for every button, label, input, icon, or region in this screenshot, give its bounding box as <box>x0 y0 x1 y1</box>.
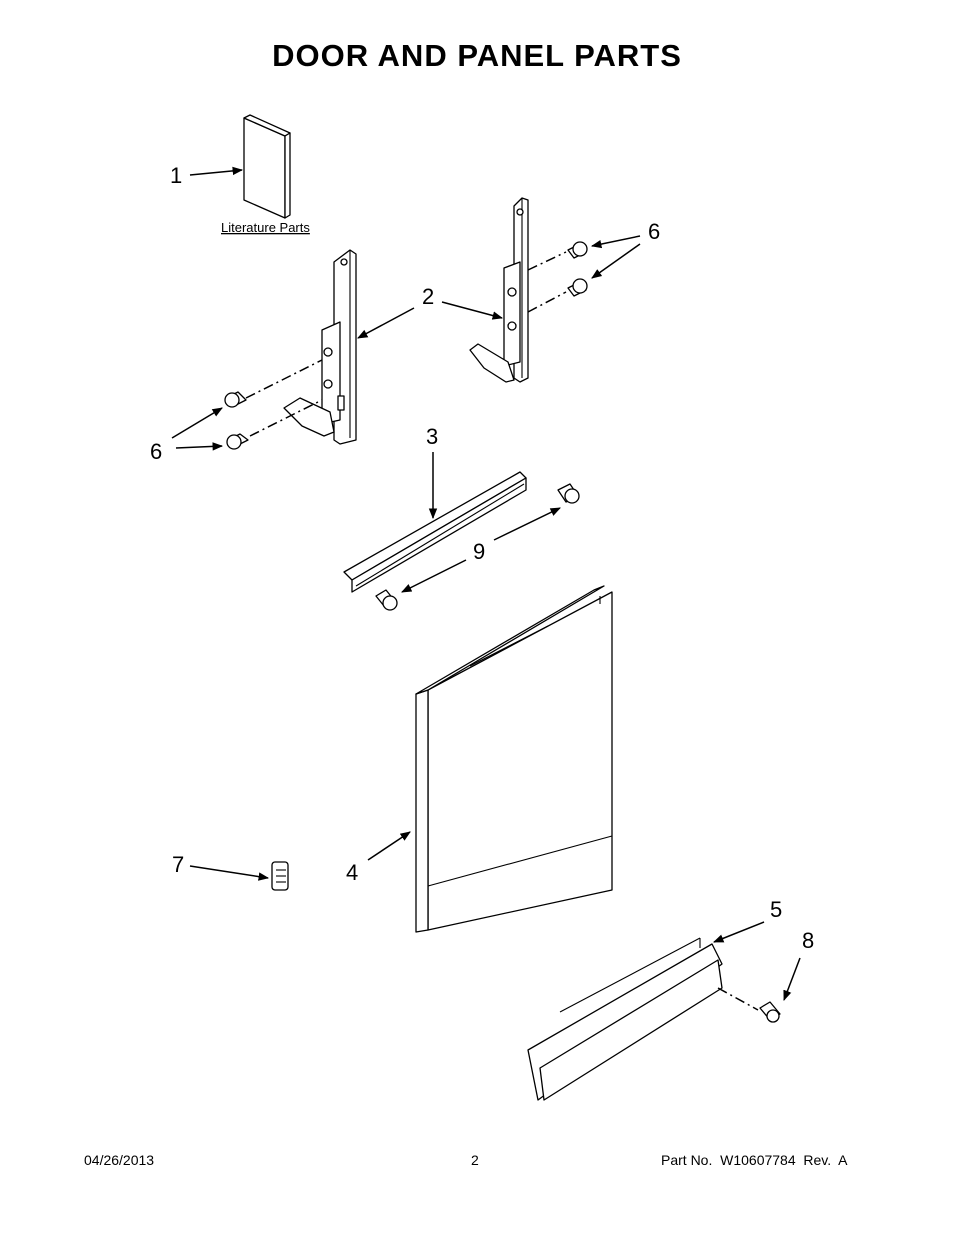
callout-7: 7 <box>172 852 184 877</box>
leader-7 <box>189 865 270 881</box>
door-rail <box>343 471 527 593</box>
leader-1 <box>189 166 244 176</box>
rail-screw-right <box>557 483 580 504</box>
leader-2-right <box>441 301 504 320</box>
door-panel <box>415 585 613 933</box>
footer-date: 04/26/2013 <box>84 1152 155 1168</box>
literature-parts-label: Literature Parts <box>221 220 310 235</box>
screw-left-upper <box>224 391 247 408</box>
toe-panel <box>527 937 723 1101</box>
rail-screw-left <box>375 589 398 611</box>
callout-1: 1 <box>170 163 182 188</box>
callout-9: 9 <box>473 539 485 564</box>
page-title: DOOR AND PANEL PARTS <box>272 38 682 73</box>
leader-5 <box>713 921 765 943</box>
leader-9-right <box>493 507 561 541</box>
callout-8: 8 <box>802 928 814 953</box>
callout-4: 4 <box>346 860 358 885</box>
footer-part-number: Part No. W10607784 Rev. A <box>661 1152 848 1168</box>
toe-panel-screw <box>759 1001 781 1023</box>
screw-right-lower <box>567 278 588 297</box>
literature-book <box>243 114 291 219</box>
screw-left-lower <box>226 433 249 450</box>
callout-2: 2 <box>422 284 434 309</box>
callout-5: 5 <box>770 897 782 922</box>
hinge-bracket-right <box>469 197 529 383</box>
leader-6-left-upper <box>171 407 223 439</box>
screw-right-upper <box>567 241 588 259</box>
callout-6-right: 6 <box>648 219 660 244</box>
leader-6-upper <box>590 235 641 249</box>
hinge-bracket-left <box>283 249 357 445</box>
leader-6-lower <box>591 243 641 279</box>
callout-3: 3 <box>426 424 438 449</box>
leader-8 <box>783 957 801 1001</box>
leader-6-left-lower <box>175 442 224 451</box>
panel-clip <box>271 861 289 891</box>
callout-6-left: 6 <box>150 439 162 464</box>
leader-9-left <box>401 559 467 593</box>
leader-4 <box>367 831 411 861</box>
leader-2-left <box>357 307 415 339</box>
footer-page-number: 2 <box>471 1152 479 1168</box>
